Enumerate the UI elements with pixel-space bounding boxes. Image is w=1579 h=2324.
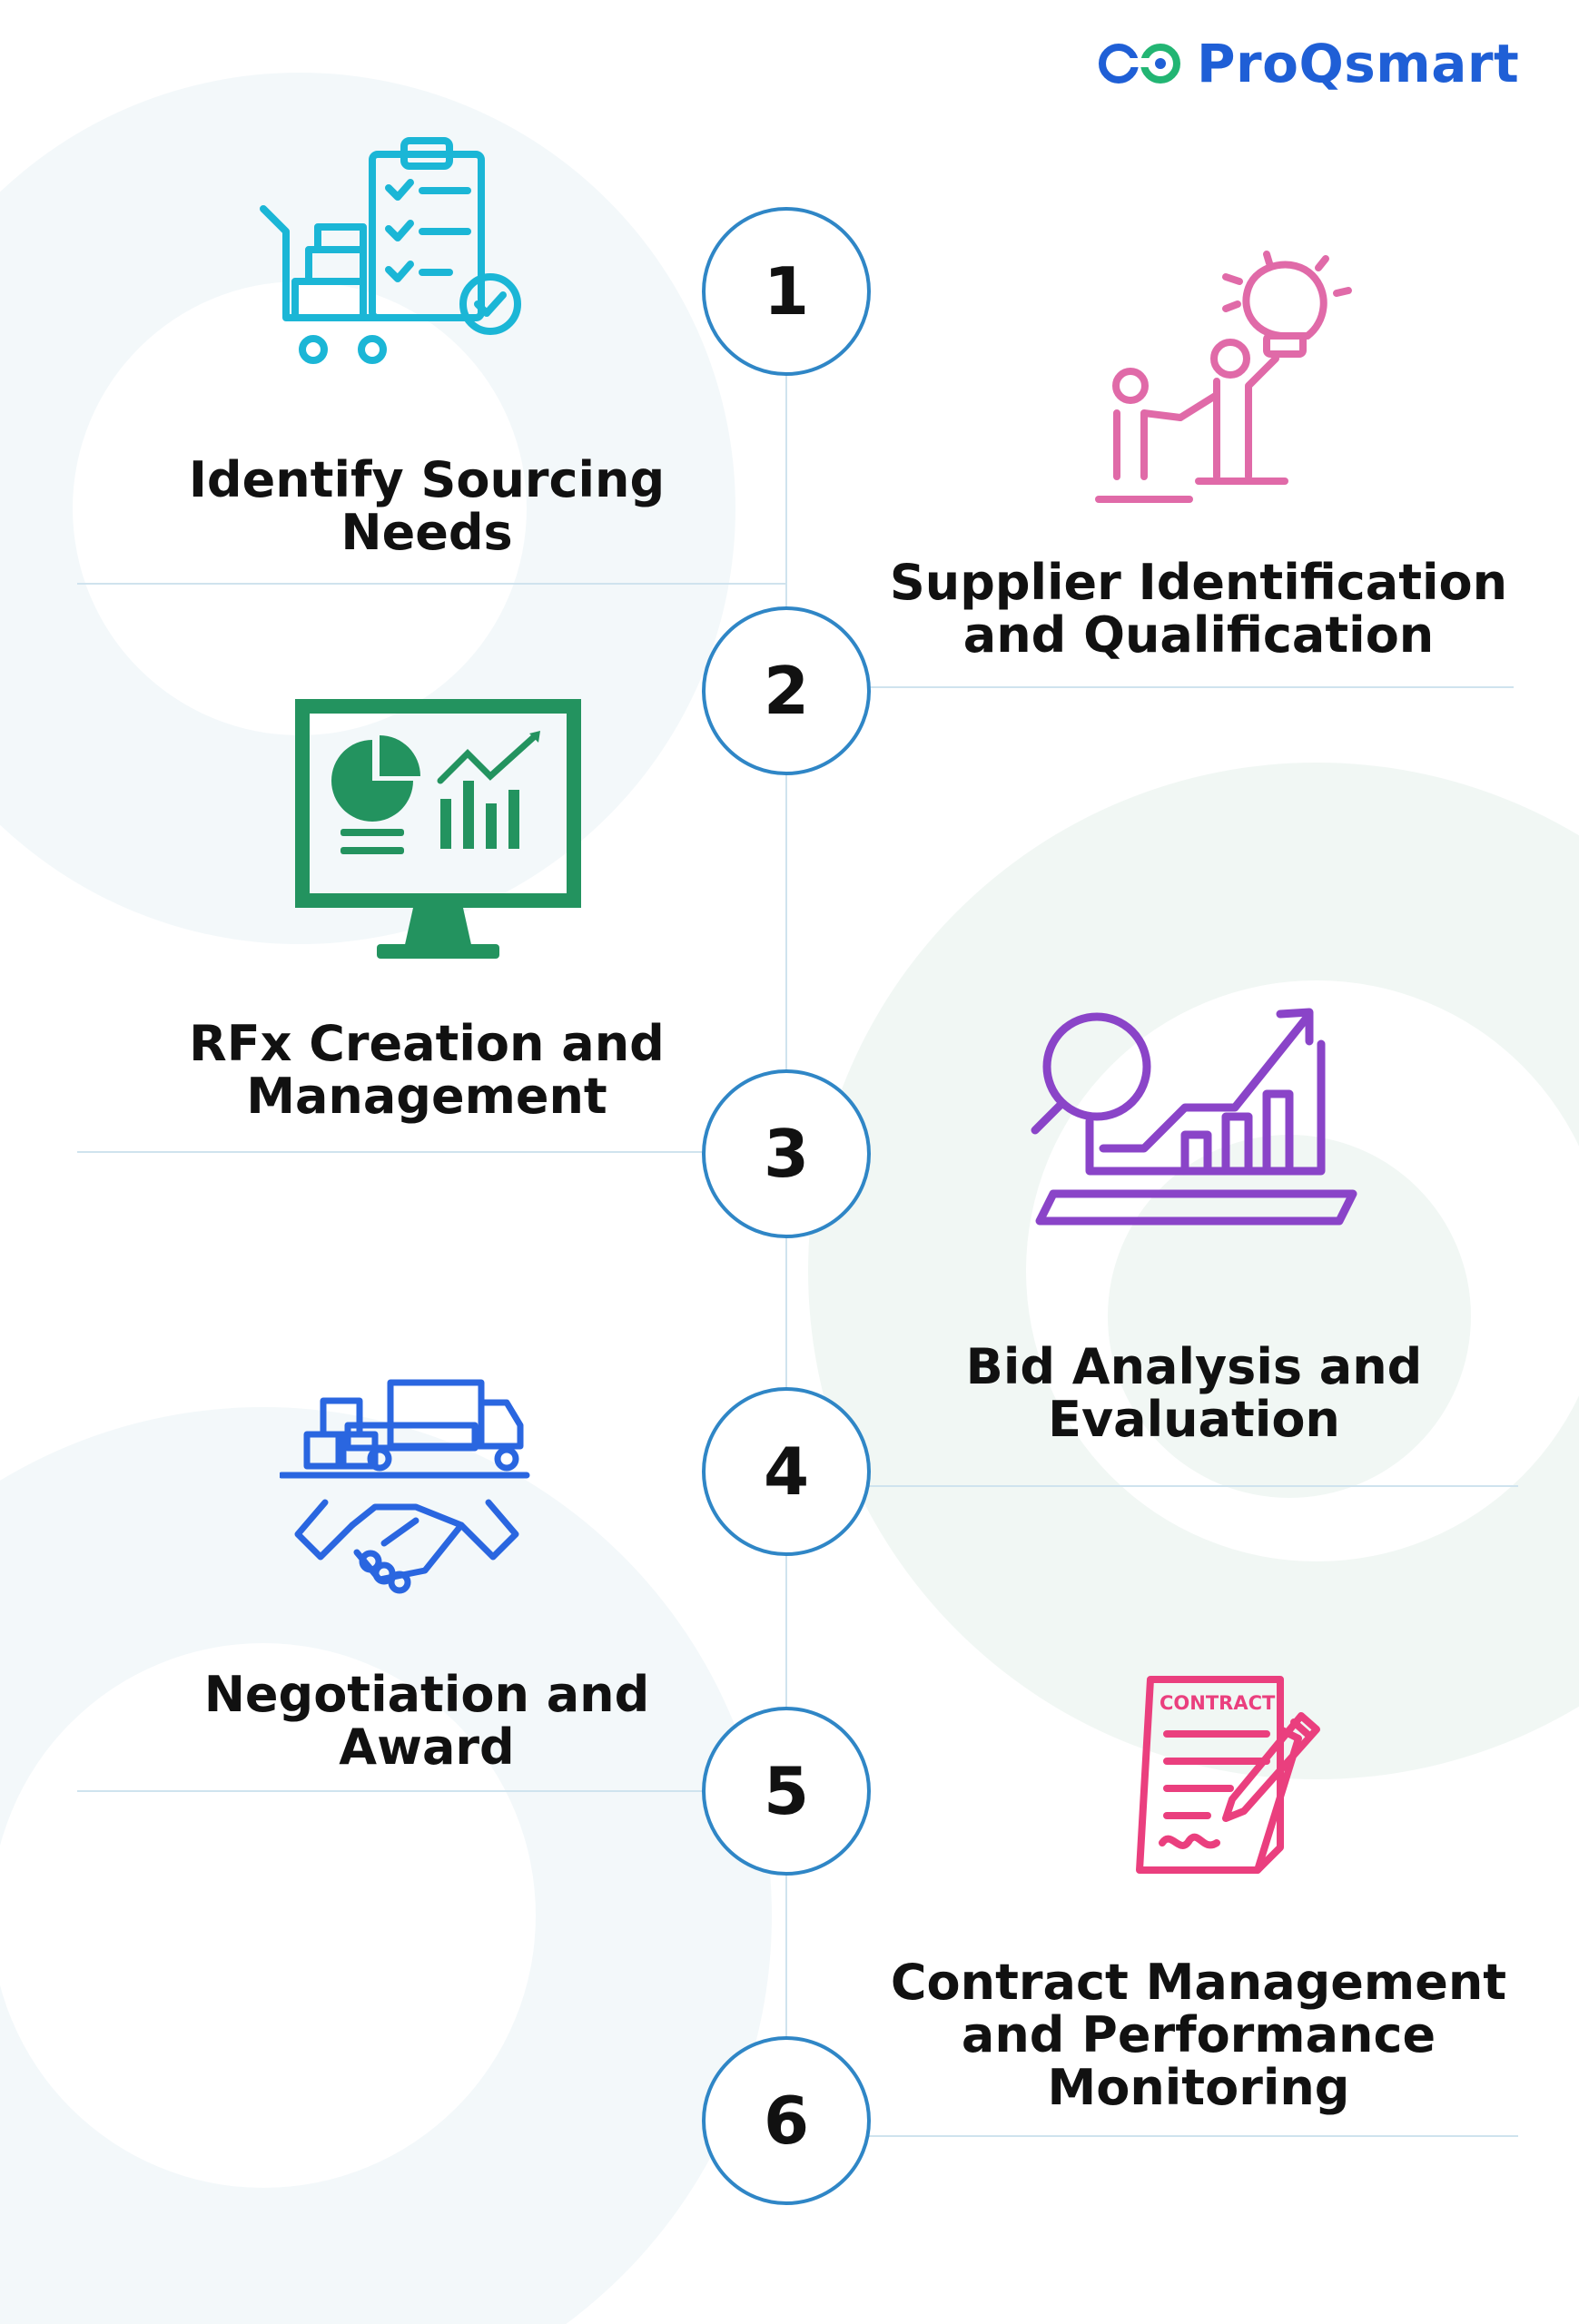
- step-2-label: Supplier Identification and Qualificatio…: [889, 554, 1508, 664]
- step-6-badge: 6: [702, 2036, 871, 2205]
- step-5-badge: 5: [702, 1707, 871, 1876]
- divider-line: [787, 686, 1514, 688]
- step-6-label: Contract Management and Performance Moni…: [890, 1954, 1507, 2116]
- step-1-badge: 1: [702, 207, 871, 376]
- proqsmart-logo-icon: [1099, 44, 1180, 84]
- step-number: 1: [763, 253, 810, 330]
- step-3-badge: 3: [702, 1069, 871, 1238]
- divider-line: [77, 1151, 785, 1153]
- step-4-badge: 4: [702, 1387, 871, 1556]
- step-1-label: Identify Sourcing Needs: [188, 451, 666, 561]
- divider-line: [77, 1790, 785, 1792]
- step-number: 6: [763, 2083, 810, 2159]
- brand-name: ProQsmart: [1197, 33, 1520, 94]
- step-5-label: Negotiation and Award: [203, 1666, 650, 1776]
- clipboard-cart-icon: [260, 137, 521, 364]
- step-number: 3: [763, 1116, 810, 1192]
- divider-line: [77, 583, 785, 585]
- step-number: 4: [763, 1433, 810, 1510]
- mentor-lightbulb-icon: [1095, 251, 1352, 503]
- step-2-badge: 2: [702, 606, 871, 775]
- contract-pen-icon: CONTRACT: [1136, 1676, 1320, 1874]
- monitor-charts-icon: [295, 699, 581, 959]
- step-number: 5: [763, 1753, 810, 1829]
- laptop-analysis-icon: [1031, 1008, 1357, 1226]
- step-4-label: Bid Analysis and Evaluation: [965, 1338, 1423, 1448]
- step-3-label: RFx Creation and Management: [189, 1015, 665, 1125]
- contract-label: CONTRACT: [1160, 1692, 1276, 1714]
- divider-line: [787, 2135, 1518, 2137]
- brand-logo: ProQsmart: [1097, 27, 1519, 100]
- handshake-truck-icon: [280, 1379, 530, 1594]
- step-number: 2: [763, 653, 810, 729]
- divider-line: [787, 1485, 1518, 1487]
